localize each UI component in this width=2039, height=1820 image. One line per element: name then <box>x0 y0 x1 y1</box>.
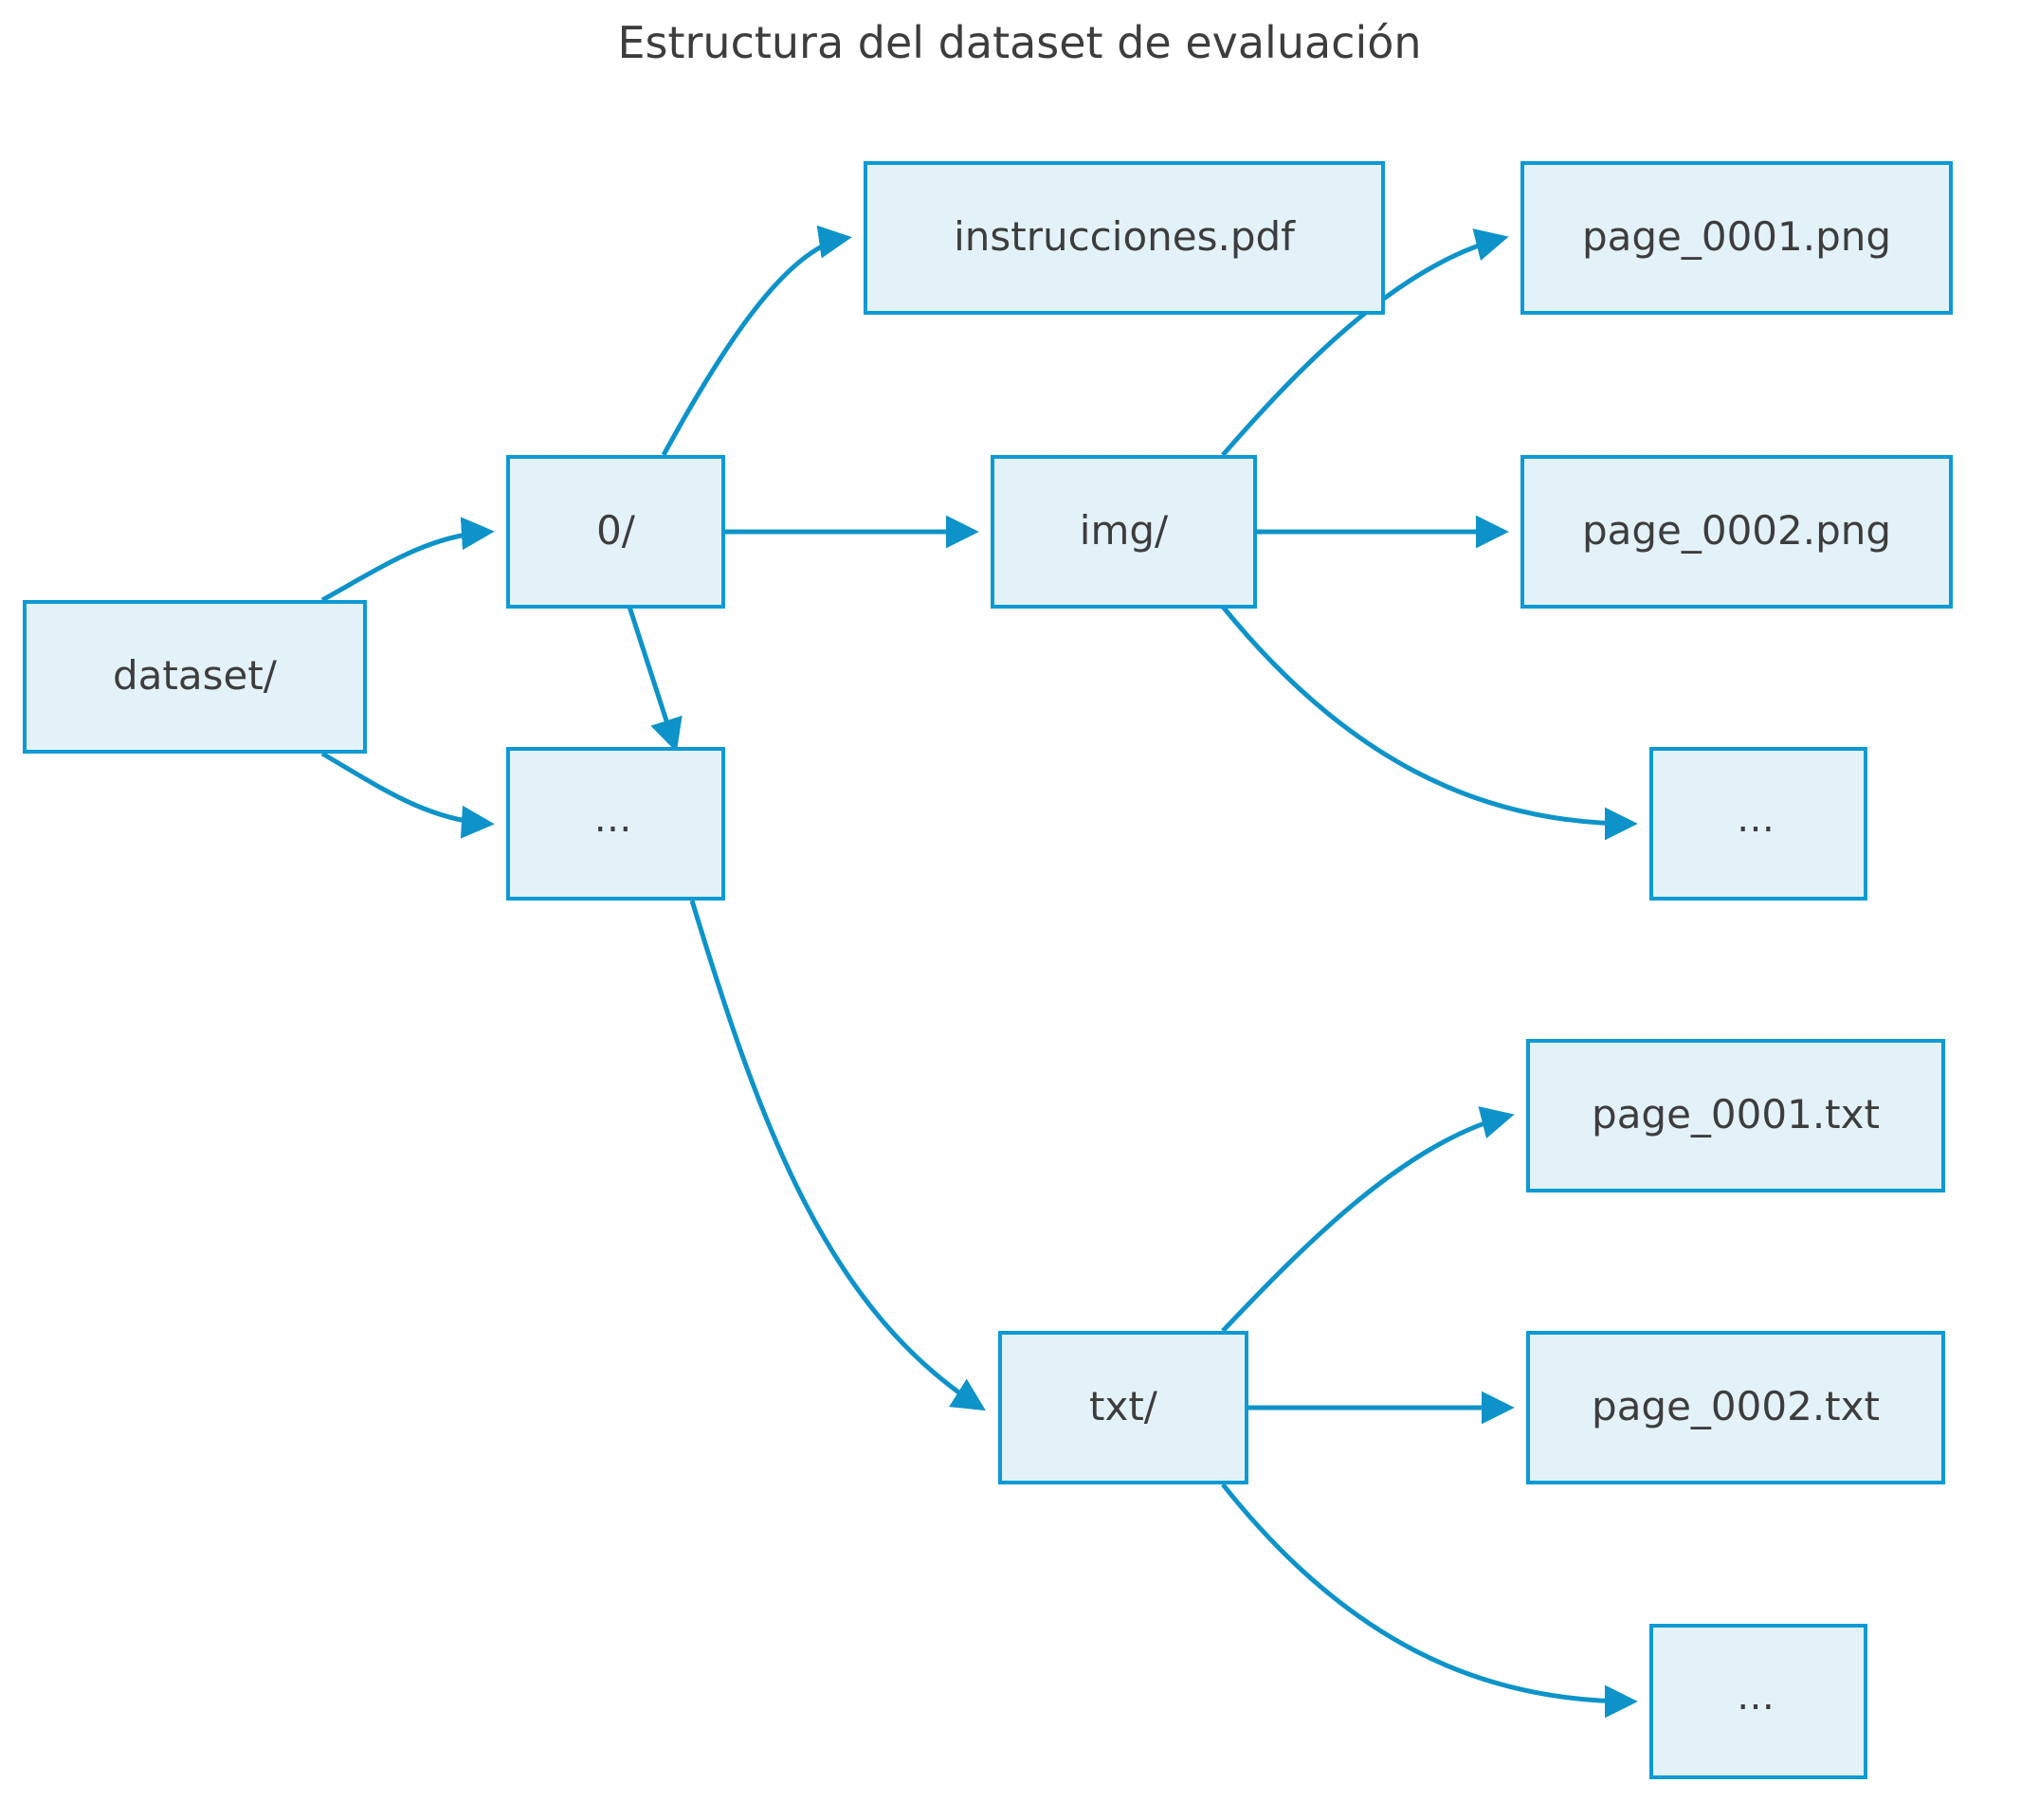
node-label: page_0002.png <box>1581 507 1892 554</box>
node-label: … <box>593 797 638 841</box>
node-dataset[interactable]: dataset/ <box>23 600 367 754</box>
edge-dataset-to-dots-root <box>320 751 495 839</box>
node-label: instrucciones.pdf <box>954 213 1295 260</box>
page-title: Estructura del dataset de evaluación <box>617 17 1422 68</box>
edge-zero-to-dots-root <box>627 606 683 753</box>
node-img[interactable]: img/ <box>991 455 1257 609</box>
node-dots-img[interactable]: … <box>1649 747 1867 901</box>
edge-dataset-to-zero <box>320 517 495 603</box>
edge-txt-to-dots-txt <box>1221 1483 1638 1719</box>
node-page-0002-txt[interactable]: page_0002.txt <box>1526 1331 1945 1484</box>
node-label: dataset/ <box>113 652 277 699</box>
edge-zero-to-instrucciones <box>661 225 852 457</box>
edge-dots-root-to-txt <box>689 900 986 1411</box>
node-instrucciones-pdf[interactable]: instrucciones.pdf <box>864 161 1385 315</box>
node-dots-txt[interactable]: … <box>1649 1624 1867 1779</box>
node-page-0001-png[interactable]: page_0001.png <box>1520 161 1953 315</box>
node-label: img/ <box>1079 507 1169 554</box>
node-label: txt/ <box>1089 1383 1157 1429</box>
node-label: 0/ <box>596 507 635 554</box>
node-label: page_0001.png <box>1581 213 1892 260</box>
node-label: page_0002.txt <box>1592 1383 1880 1429</box>
node-txt[interactable]: txt/ <box>998 1331 1248 1484</box>
node-zero[interactable]: 0/ <box>506 455 725 609</box>
edge-txt-to-txt1 <box>1221 1106 1515 1333</box>
node-label: … <box>1737 1675 1780 1719</box>
node-label: page_0001.txt <box>1592 1091 1880 1138</box>
edge-img-to-dots-img <box>1221 605 1638 841</box>
node-page-0001-txt[interactable]: page_0001.txt <box>1526 1039 1945 1192</box>
node-label: … <box>1737 797 1780 841</box>
node-dots-root[interactable]: … <box>506 747 725 901</box>
node-page-0002-png[interactable]: page_0002.png <box>1520 455 1953 609</box>
